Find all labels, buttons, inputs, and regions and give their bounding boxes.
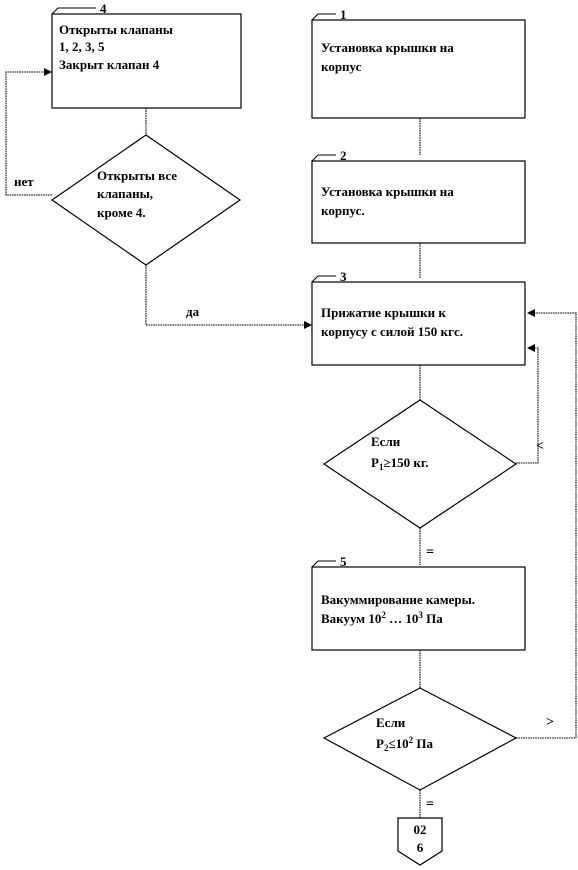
decision-valves-line-3: кроме 4. [97,205,146,220]
decision-pressure-2: Если P2≤102 Па [322,687,518,791]
block-5-number: 5 [340,554,347,569]
decision-p2-prefix: P [376,736,384,751]
block-4-line-3: Закрыт клапан 4 [59,57,160,72]
block-3-line-2: корпусу с силой 150 кгс. [321,324,463,339]
block-2-line-2: корпус. [321,203,365,218]
decision-valves-line-2: клапаны, [97,186,153,201]
decision-p2-suffix: Па [413,736,433,751]
block-4-line-2: 1, 2, 3, 5 [59,39,105,54]
decision-p1-suffix: ≥150 кг. [383,455,428,470]
connector-line-1: 02 [414,822,427,837]
arrowhead-da [304,321,312,329]
label-greater-than: > [546,715,554,730]
decision-p2-sup: 2 [409,735,414,745]
block-3: 3 Прижатие крышки к корпусу с силой 150 … [311,269,526,366]
label-equal-1: = [426,545,434,560]
block-2-number: 2 [340,148,347,163]
right-branch-lines [419,118,577,818]
block-5-line-1: Вакуммирование камеры. [321,592,475,607]
block-4: 4 Открыты клапаны 1, 2, 3, 5 Закрыт клап… [51,1,242,109]
block-4-number: 4 [100,1,107,16]
block-1-line-2: корпус [321,59,362,74]
block-1-number: 1 [340,7,347,22]
left-branch-lines [5,71,305,326]
block-2: 2 Установка крышки на корпус. [311,148,526,244]
decision-p1-prefix: P [371,455,379,470]
block-5-exp-1: 2 [381,610,386,620]
label-net: нет [14,174,34,189]
offpage-connector: 02 6 [397,817,443,866]
block-1-line-1: Установка крышки на [321,40,454,55]
decision-p2-line-2: P2≤102 Па [376,735,433,753]
decision-p1-line-2: P1≥150 кг. [371,455,429,472]
block-5-vacuum-prefix: Вакуум 10 [321,611,381,626]
arrowhead-net [44,68,52,76]
decision-p2-line-1: Если [376,715,406,730]
block-5: 5 Вакуммирование камеры. Вакуум 102 … 10… [311,554,526,651]
block-5-line-2: Вакуум 102 … 103 Па [321,610,443,626]
decision-p2-sub: 2 [384,743,389,753]
label-equal-2: = [426,797,434,812]
decision-valves-open: Открыты все клапаны, кроме 4. [50,134,242,266]
block-4-line-1: Открыты клапаны [59,22,173,37]
decision-p1-line-1: Если [371,434,401,449]
block-5-vacuum-mid: … 10 [386,611,419,626]
arrowhead-gt [527,309,535,317]
decision-p2-mid: ≤10 [388,736,408,751]
block-1: 1 Установка крышки на корпус [311,7,526,119]
block-5-vacuum-suffix: Па [423,611,443,626]
decision-p1-sub: 1 [379,462,384,472]
label-less-than: < [536,439,544,454]
block-3-number: 3 [340,269,347,284]
arrowheads [44,68,535,352]
connector-line-2: 6 [417,840,424,855]
label-da: да [186,304,200,319]
arrowhead-lt [527,344,535,352]
block-5-exp-2: 3 [418,610,423,620]
block-2-line-1: Установка крышки на [321,184,454,199]
block-3-line-1: Прижатие крышки к [321,305,446,320]
decision-pressure-1: Если P1≥150 кг. [322,399,518,529]
decision-valves-line-1: Открыты все [97,168,177,183]
